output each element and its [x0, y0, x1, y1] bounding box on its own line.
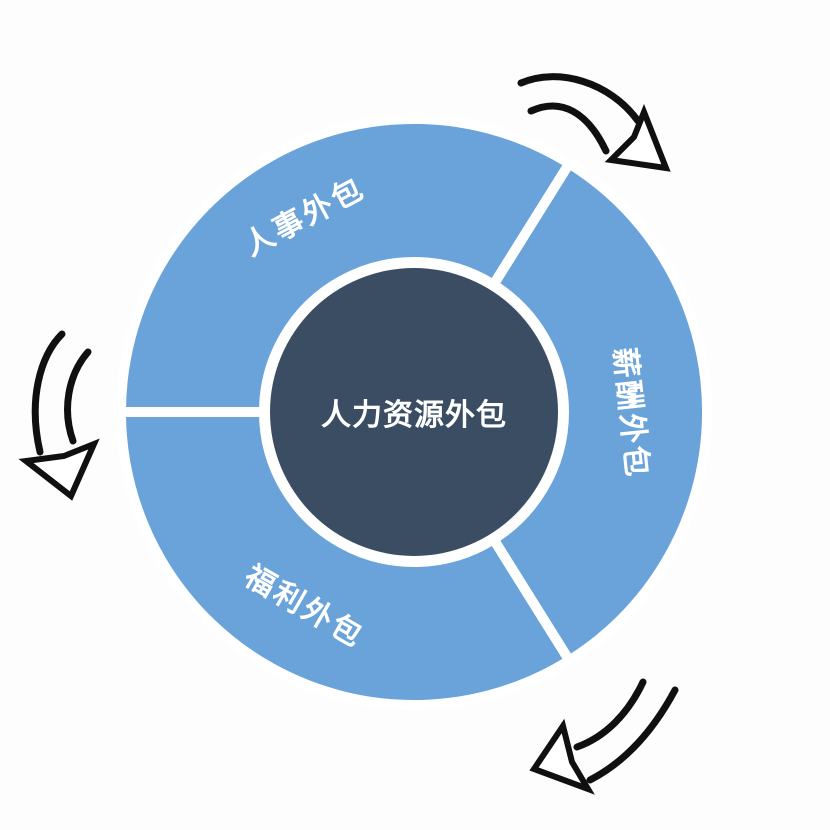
curved-arrow-top-right-icon	[517, 73, 671, 172]
center-circle	[270, 268, 558, 556]
curved-arrow-bottom-right-icon	[529, 678, 679, 795]
center-label: 人力资源外包	[321, 399, 507, 432]
curved-arrow-left-icon	[18, 330, 100, 501]
segment-personnel-outsourcing	[116, 114, 575, 417]
segment-compensation-outsourcing	[488, 158, 713, 666]
segment-benefits-outsourcing	[116, 407, 575, 710]
